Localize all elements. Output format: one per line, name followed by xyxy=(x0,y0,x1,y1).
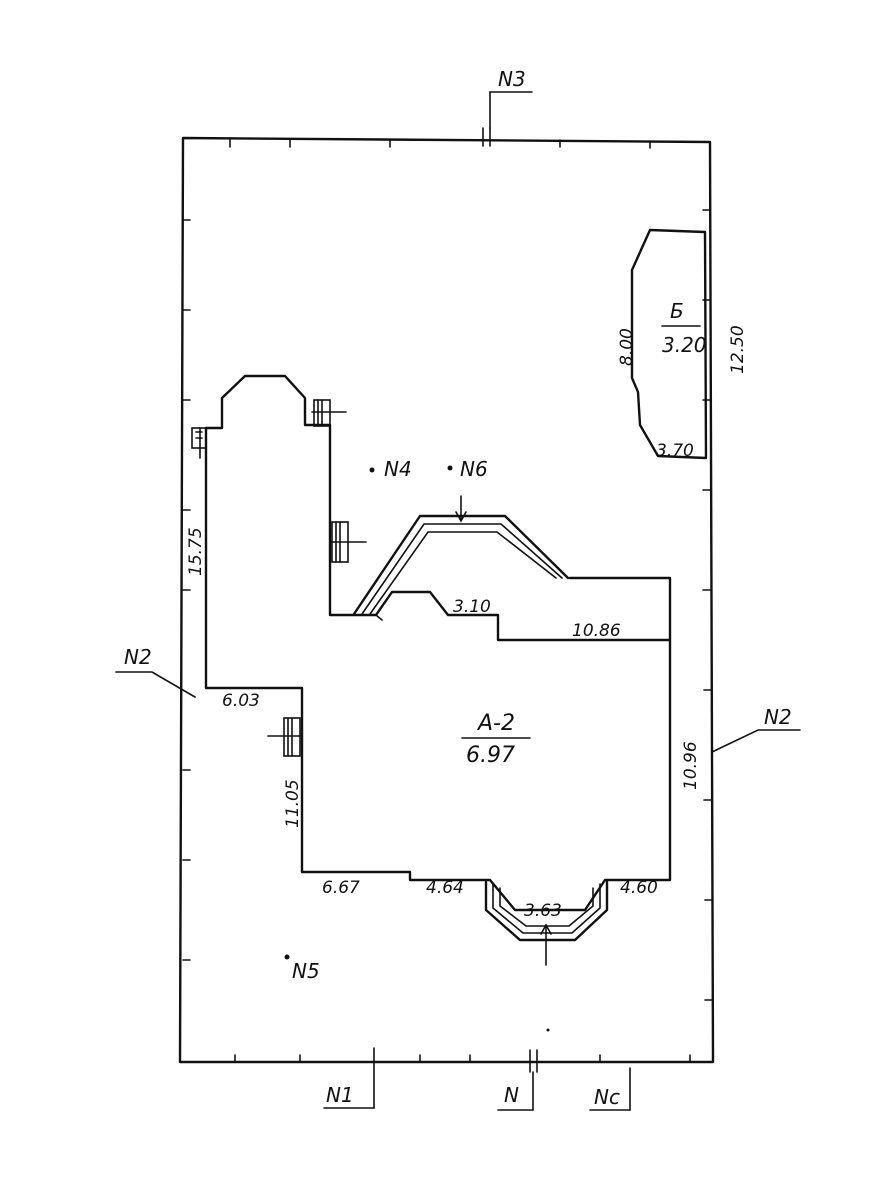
building-b-value: 3.20 xyxy=(662,333,707,357)
marker-n1-label: N1 xyxy=(326,1083,354,1107)
dim-4-60: 4.60 xyxy=(620,878,658,898)
marker-n2-left: N2 xyxy=(115,645,196,698)
dim-6-03: 6.03 xyxy=(222,691,260,711)
device-left-wall xyxy=(191,427,207,459)
dim-4-64: 4.64 xyxy=(426,878,464,898)
point-n4: N4 xyxy=(369,457,412,481)
marker-n2-right-label: N2 xyxy=(764,705,792,729)
marker-nc: Nc xyxy=(589,1067,631,1111)
building-b-name: Б xyxy=(670,299,684,323)
marker-n: N xyxy=(497,1049,538,1111)
marker-n3: N3 xyxy=(482,67,533,147)
point-n5: N5 xyxy=(284,954,320,983)
marker-n3-label: N3 xyxy=(498,67,526,91)
stray-dot xyxy=(546,1028,550,1032)
dim-15-75: 15.75 xyxy=(186,527,206,576)
point-n6: N6 xyxy=(447,457,488,481)
dim-11-05: 11.05 xyxy=(283,779,303,828)
point-n6-label: N6 xyxy=(460,457,488,481)
point-n5-label: N5 xyxy=(292,959,320,983)
marker-nc-label: Nc xyxy=(594,1085,620,1109)
dim-10-96: 10.96 xyxy=(681,741,701,790)
device-lower-wall xyxy=(267,717,303,757)
parcel-boundary xyxy=(178,136,715,1064)
dim-3-10: 3.10 xyxy=(453,597,491,617)
terrace-top xyxy=(352,495,570,616)
dim-10-86: 10.86 xyxy=(572,621,621,641)
entrance-porch-bottom: 3.63 xyxy=(484,880,609,966)
marker-n2-left-label: N2 xyxy=(124,645,152,669)
building-a2-value: 6.97 xyxy=(466,743,515,768)
dim-8-00: 8.00 xyxy=(617,328,637,366)
device-mid-wall xyxy=(329,521,367,563)
dim-3-63: 3.63 xyxy=(524,901,562,921)
marker-n2-right: N2 xyxy=(711,705,801,753)
building-b: Б 3.20 8.00 12.50 3.70 xyxy=(617,228,748,461)
device-tower-right xyxy=(311,399,347,427)
building-a2 xyxy=(204,374,672,912)
dim-6-67: 6.67 xyxy=(322,878,360,898)
dim-12-50: 12.50 xyxy=(728,325,748,374)
marker-n1: N1 xyxy=(323,1047,375,1109)
building-a2-name: А-2 xyxy=(476,711,515,736)
point-n4-label: N4 xyxy=(384,457,412,481)
marker-n-label: N xyxy=(504,1083,519,1107)
dim-3-70: 3.70 xyxy=(656,441,694,461)
